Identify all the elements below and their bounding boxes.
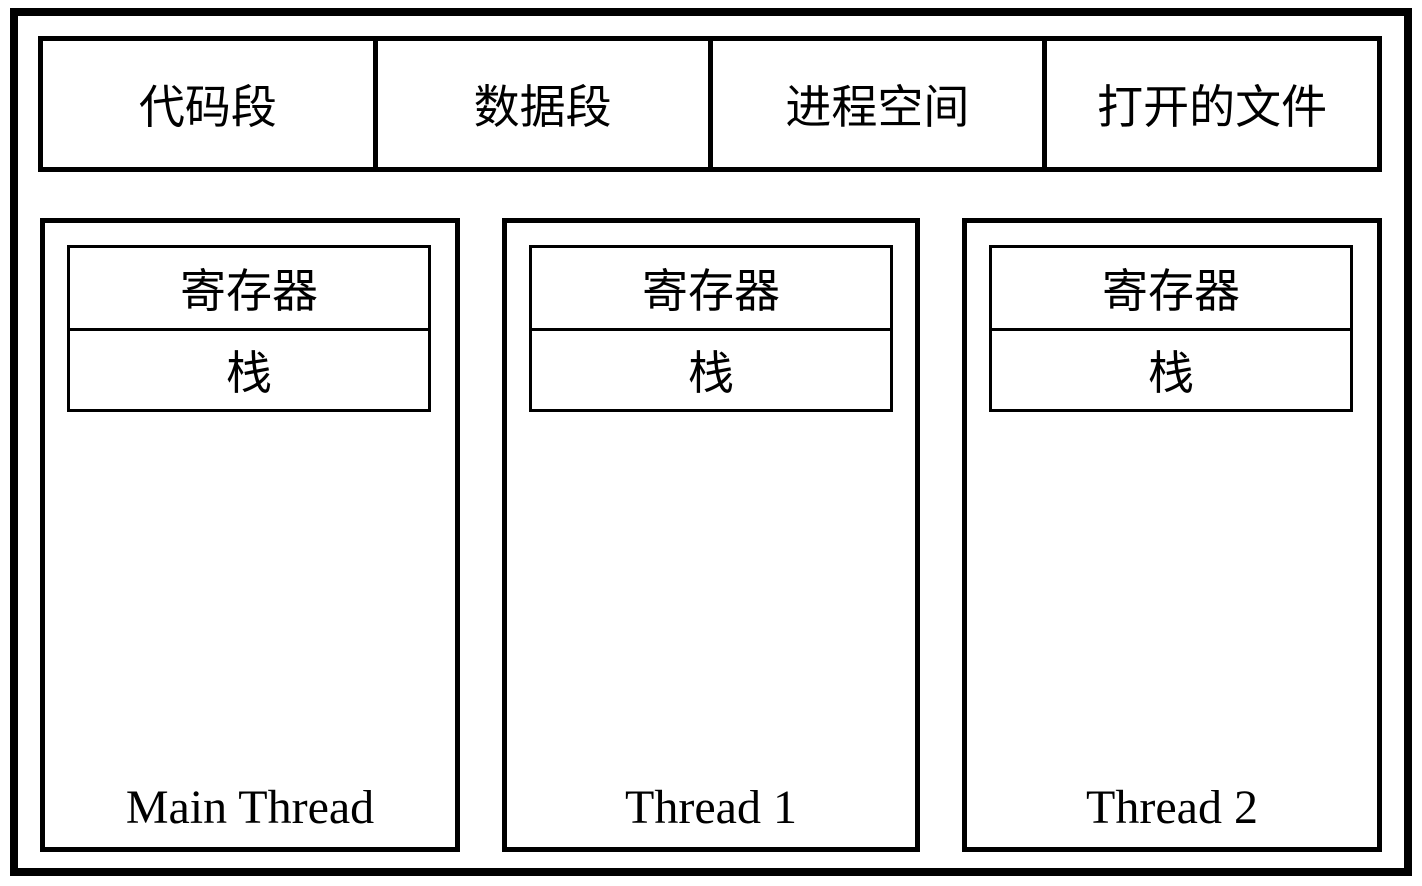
cell-data-segment: 数据段 (378, 41, 713, 167)
data-segment-label: 数据段 (473, 82, 612, 133)
register-stack-box: 寄存器 栈 (529, 245, 893, 412)
process-space-label: 进程空间 (785, 82, 970, 133)
stack-row: 栈 (70, 331, 428, 409)
stack-label: 栈 (226, 348, 272, 399)
process-frame: 代码段 数据段 进程空间 打开的文件 寄存器 栈 Main Thread (10, 8, 1412, 876)
stack-row: 栈 (532, 331, 890, 409)
thread-name-main: Main Thread (125, 781, 375, 834)
cell-process-space: 进程空间 (713, 41, 1048, 167)
code-segment-label: 代码段 (138, 82, 277, 133)
registers-row: 寄存器 (992, 248, 1350, 331)
stack-row: 栈 (992, 331, 1350, 409)
open-files-label: 打开的文件 (1097, 82, 1328, 133)
registers-label: 寄存器 (1102, 266, 1240, 317)
thread-box-2: 寄存器 栈 Thread 2 (962, 218, 1382, 852)
stack-label: 栈 (688, 348, 734, 399)
register-stack-box: 寄存器 栈 (67, 245, 431, 412)
registers-row: 寄存器 (70, 248, 428, 331)
registers-label: 寄存器 (180, 266, 318, 317)
registers-label: 寄存器 (642, 266, 780, 317)
register-stack-box: 寄存器 栈 (989, 245, 1353, 412)
stack-label: 栈 (1148, 348, 1194, 399)
thread-box-1: 寄存器 栈 Thread 1 (502, 218, 920, 852)
process-resources-row: 代码段 数据段 进程空间 打开的文件 (38, 36, 1382, 172)
thread-box-main: 寄存器 栈 Main Thread (40, 218, 460, 852)
registers-row: 寄存器 (532, 248, 890, 331)
cell-open-files: 打开的文件 (1047, 41, 1377, 167)
cell-code-segment: 代码段 (43, 41, 378, 167)
thread-name-2: Thread 2 (1086, 781, 1258, 834)
thread-name-1: Thread 1 (625, 781, 797, 834)
